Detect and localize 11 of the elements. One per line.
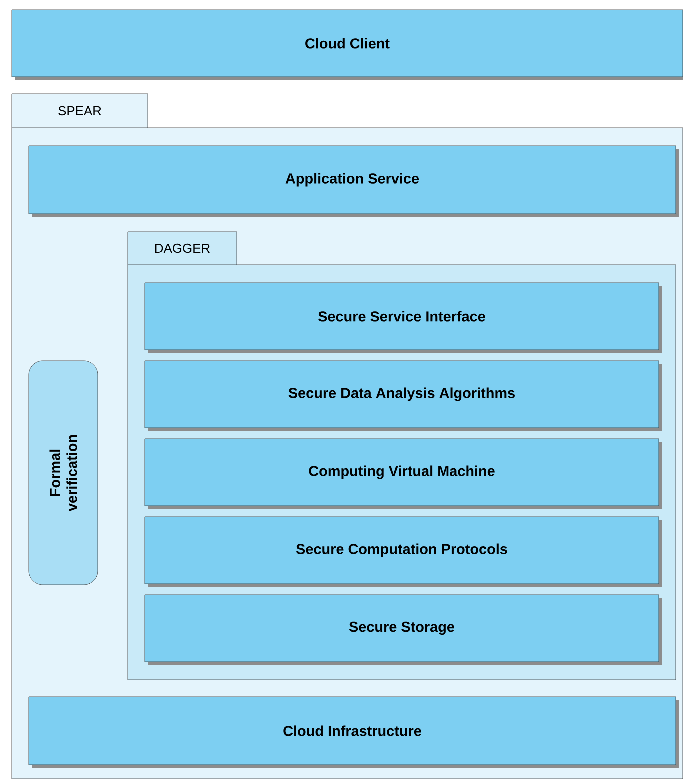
layer-box: Secure Service Interface	[144, 282, 662, 353]
layer-box: Secure Data Analysis Algorithms	[144, 360, 662, 431]
layer-box: Computing Virtual Machine	[144, 438, 662, 509]
side-panel: Formal verification	[28, 360, 98, 586]
layer-box: Cloud Client	[12, 10, 683, 80]
layer-box: Secure Storage	[144, 594, 662, 665]
layer-box: Cloud Infrastructure	[28, 696, 679, 768]
layer-box: Secure Computation Protocols	[144, 516, 662, 587]
node-label: DAGGER	[155, 244, 210, 254]
layer-box: Application Service	[28, 146, 679, 217]
node-label: SPEAR	[58, 106, 102, 116]
